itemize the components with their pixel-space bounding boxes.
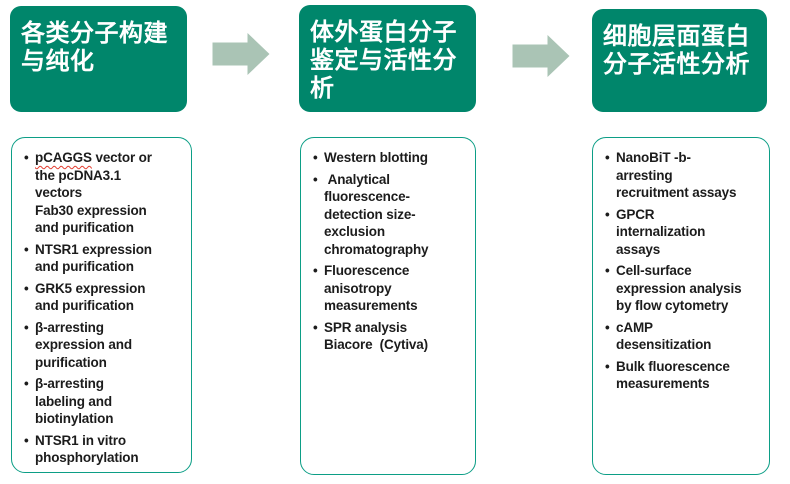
list-item: GPCR internalization assays — [605, 206, 766, 259]
list-item: Analytical fluorescence- detection size-… — [313, 171, 472, 259]
step-3-list: NanoBiT -b- arresting recruitment assays… — [605, 149, 766, 393]
list-item: Western blotting — [313, 149, 472, 167]
step-3-title: 细胞层面蛋白 分子活性分析 — [603, 23, 750, 78]
list-item: NTSR1 expression and purification — [24, 241, 188, 276]
step-2-title: 体外蛋白分子 鉴定与活性分 析 — [310, 19, 457, 102]
spellchecked-word: pCAGGS — [35, 150, 92, 165]
step-1-header: 各类分子构建 与纯化 — [10, 6, 187, 112]
list-item: cAMP desensitization — [605, 319, 766, 354]
list-item: NanoBiT -b- arresting recruitment assays — [605, 149, 766, 202]
right-arrow-icon — [212, 33, 270, 75]
list-item: SPR analysis Biacore (Cytiva) — [313, 319, 472, 354]
step-3-header: 细胞层面蛋白 分子活性分析 — [592, 9, 767, 112]
list-item: β-arresting labeling and biotinylation — [24, 375, 188, 428]
list-item: GRK5 expression and purification — [24, 280, 188, 315]
list-item-text: vector or the pcDNA3.1 vectors Fab30 exp… — [35, 150, 152, 235]
step-2-details-panel: Western blotting Analytical fluorescence… — [300, 137, 476, 475]
list-item: β-arresting expression and purification — [24, 319, 188, 372]
step-1-title: 各类分子构建 与纯化 — [21, 20, 168, 75]
step-1-details-panel: pCAGGS vector or the pcDNA3.1 vectors Fa… — [11, 137, 192, 473]
list-item: NTSR1 in vitro phosphorylation — [24, 432, 188, 467]
list-item: pCAGGS vector or the pcDNA3.1 vectors Fa… — [24, 149, 188, 237]
list-item: Cell-surface expression analysis by flow… — [605, 262, 766, 315]
list-item: Bulk fluorescence measurements — [605, 358, 766, 393]
right-arrow-icon — [512, 35, 570, 77]
step-2-header: 体外蛋白分子 鉴定与活性分 析 — [299, 5, 476, 112]
step-3-details-panel: NanoBiT -b- arresting recruitment assays… — [592, 137, 770, 475]
step-2-list: Western blotting Analytical fluorescence… — [313, 149, 472, 354]
step-1-list: pCAGGS vector or the pcDNA3.1 vectors Fa… — [24, 149, 188, 467]
list-item: Fluorescence anisotropy measurements — [313, 262, 472, 315]
